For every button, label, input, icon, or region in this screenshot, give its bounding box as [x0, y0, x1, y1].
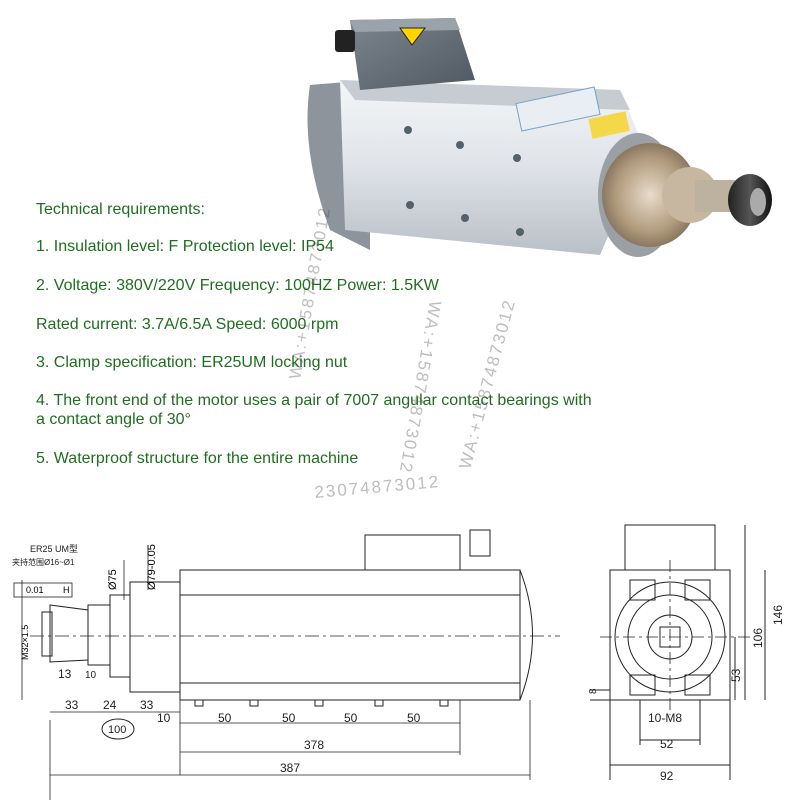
- spindle-motor-photo: [307, 18, 772, 257]
- requirement-4-line1: 4. The front end of the motor uses a pai…: [36, 392, 592, 409]
- collet-title: ER25 UM型: [30, 544, 78, 554]
- dim-378: 378: [304, 738, 324, 752]
- dim-106: 106: [751, 628, 765, 648]
- dim-50d: 50: [407, 711, 421, 725]
- watermark-text-top: WA:+15874873012: [396, 299, 445, 475]
- dim-33b: 33: [140, 698, 154, 712]
- front-nose: [602, 143, 698, 247]
- dim-10b: 10: [157, 711, 171, 725]
- dim-10-m8: 10-M8: [648, 711, 682, 725]
- dim-387: 387: [280, 761, 300, 775]
- tolerance-value: 0.01: [26, 585, 44, 595]
- requirement-4-line2: a contact angle of 30°: [36, 411, 191, 428]
- dim-52: 52: [660, 737, 674, 751]
- dim-50a: 50: [218, 711, 232, 725]
- dim-92: 92: [660, 769, 674, 783]
- dim-dia-79: Ø79-0.05: [146, 544, 158, 590]
- requirement-3: 3. Clamp specification: ER25UM locking n…: [36, 354, 348, 371]
- motor-body-outline: [179, 569, 521, 701]
- requirement-1: 1. Insulation level: F Protection level:…: [36, 238, 334, 255]
- requirement-2-rated: Rated current: 3.7A/6.5A Speed: 6000 rpm: [36, 316, 339, 333]
- dim-24: 24: [103, 698, 117, 712]
- watermark-text-right: WA:+15874873012: [456, 297, 520, 471]
- dim-dia-75: Ø75: [107, 569, 119, 590]
- dim-100: 100: [108, 724, 126, 736]
- terminal-box-outline: [364, 534, 461, 570]
- warning-icon: [399, 27, 427, 46]
- dim-8: 8: [588, 688, 599, 694]
- requirement-5: 5. Waterproof structure for the entire m…: [36, 450, 359, 467]
- dim-53: 53: [729, 668, 743, 682]
- dim-50c: 50: [344, 711, 358, 725]
- rear-curve: [519, 569, 533, 701]
- dim-50b: 50: [282, 711, 296, 725]
- cable-gland-outline: [469, 529, 491, 557]
- direction-arrow-label: [588, 111, 630, 139]
- requirements-heading: Technical requirements:: [36, 201, 205, 218]
- dim-10a: 10: [85, 670, 97, 681]
- dim-33a: 33: [65, 698, 79, 712]
- rating-plate: [515, 86, 601, 132]
- dim-146: 146: [771, 605, 785, 625]
- tolerance-ref: H: [63, 585, 70, 595]
- clamp-range: 夹持范围Ø16~Ø1: [12, 557, 75, 567]
- motor-body: [340, 80, 645, 255]
- dim-100-bubble: [101, 718, 135, 740]
- requirement-2: 2. Voltage: 380V/220V Frequency: 100HZ P…: [36, 277, 439, 294]
- cable-gland: [335, 30, 355, 52]
- dim-13: 13: [58, 667, 72, 681]
- technical-drawing: ER25 UM型 夹持范围Ø16~Ø1 0.01 H M32×1.5 Ø75 Ø…: [12, 524, 785, 800]
- terminal-box: [350, 18, 475, 90]
- thread-spec: M32×1.5: [20, 625, 30, 660]
